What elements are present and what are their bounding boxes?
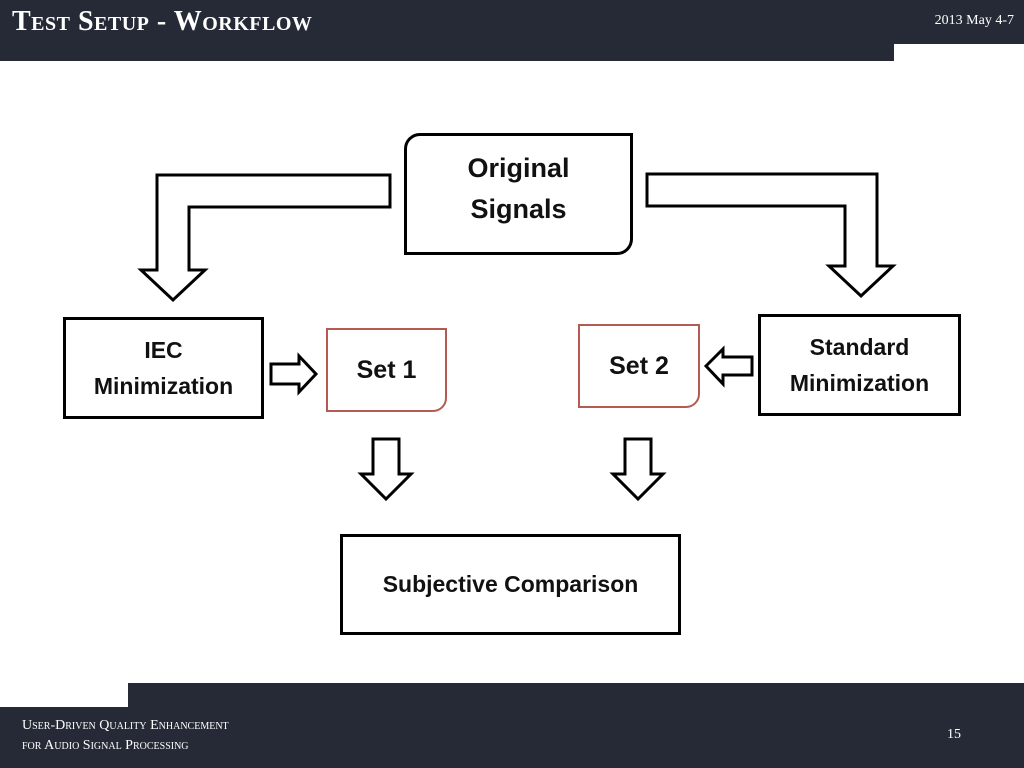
arrow-original-to-iec xyxy=(137,173,392,303)
header-bar-extension xyxy=(894,0,1024,44)
set-1-box: Set 1 xyxy=(326,328,447,412)
standard-minimization-box: Standard Minimization xyxy=(758,314,961,416)
footer-line-1: User-Driven Quality Enhancement xyxy=(22,718,229,733)
footer-bar-extension xyxy=(0,707,128,768)
arrow-iec-to-set1 xyxy=(269,352,319,396)
page-number: 15 xyxy=(947,727,961,742)
footer-line-2: for Audio Signal Processing xyxy=(22,738,189,753)
subjective-comparison-box: Subjective Comparison xyxy=(340,534,681,635)
footer-text: User-Driven Quality Enhancement for Audi… xyxy=(22,716,229,756)
iec-minimization-box: IEC Minimization xyxy=(63,317,264,419)
original-signals-box: Original Signals xyxy=(404,133,633,255)
arrow-set2-to-subjective xyxy=(609,437,667,502)
footer-bar xyxy=(128,683,1024,768)
arrow-original-to-standard xyxy=(645,172,897,299)
set-2-box: Set 2 xyxy=(578,324,700,408)
slide-title: Test Setup - Workflow xyxy=(12,6,313,37)
arrow-standard-to-set2 xyxy=(703,345,754,388)
header-bar xyxy=(0,0,894,61)
arrow-set1-to-subjective xyxy=(357,437,415,502)
slide-date: 2013 May 4-7 xyxy=(934,13,1014,28)
